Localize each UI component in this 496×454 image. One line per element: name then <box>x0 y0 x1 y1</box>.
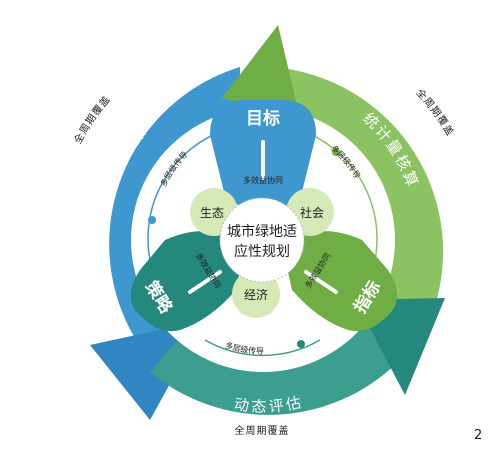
arrow-head-top <box>222 25 300 118</box>
inner-arc-left <box>147 129 226 261</box>
circle-label-ecology: 生态 <box>200 206 224 220</box>
circle-label-society: 社会 <box>300 205 324 220</box>
cycle-label-bottom: 全周期覆盖 <box>235 424 290 437</box>
petal-label-top: 目标 <box>246 108 280 129</box>
ring-label-bottom: 动态评估 <box>233 393 306 416</box>
page-number: 2 <box>474 428 483 443</box>
cycle-label-left: 全周期覆盖 <box>71 93 113 146</box>
center-circle <box>219 197 305 283</box>
spoke-left <box>188 270 222 294</box>
circle-label-economy: 经济 <box>244 287 268 302</box>
inner-arc-right <box>299 129 378 261</box>
petal-right <box>282 231 398 332</box>
arc-dot-bottom <box>297 340 305 348</box>
circle-economy <box>232 270 280 318</box>
arc-dot-right <box>332 148 340 156</box>
center-label-line2: 应性规划 <box>234 243 290 260</box>
center-label-line1: 城市绿地适 <box>227 223 297 240</box>
cycle-label-right: 全周期覆盖 <box>414 86 458 138</box>
petal-left <box>130 231 245 332</box>
spoke-right <box>304 270 338 294</box>
coordination-label-top: 多效益协同 <box>243 175 283 185</box>
inner-arc-bottom <box>204 339 321 357</box>
arc-dot-left <box>148 216 156 224</box>
